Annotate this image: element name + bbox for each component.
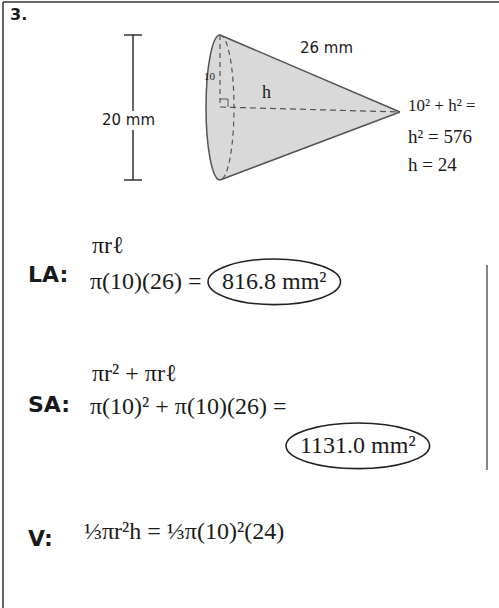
right-angle-mark [220,99,228,107]
frame-line [2,2,4,608]
cone-fill [206,35,400,180]
frame-line [3,1,499,3]
dimension-label: 26 mm [300,40,353,57]
handwritten-work: h² = 576 [408,126,472,148]
problem-number: 3. [10,6,27,24]
handwritten-work: h = 24 [408,154,457,176]
handwritten-formula: πr² + πrℓ [92,360,176,388]
section-label: SA: [28,392,70,417]
height-line [220,107,400,112]
radius-line [219,35,220,107]
cone-slant [220,112,400,180]
answer-circle [208,259,341,305]
dimension-label: 20 mm [100,111,157,130]
circled-answer: 1131.0 mm² [300,432,416,460]
frame-line [486,265,487,470]
dimension-line [132,35,134,180]
circled-answer: 816.8 mm² [222,268,327,296]
handwritten-formula: πrℓ [92,232,124,260]
section-label: LA: [28,262,68,287]
handwritten-work: 10² + h² = [408,96,476,116]
handwritten-work: ⅓πr²h = ⅓π(10)²(24) [84,518,284,546]
handwritten-work: π(10)(26) = [90,268,202,296]
answer-circle [286,423,430,469]
cone-base-front [206,35,220,180]
section-label: V: [28,526,53,551]
dimension-tick [124,179,142,181]
dimension-tick [124,34,142,36]
cone-slant [220,35,400,112]
height-label: h [262,82,271,103]
radius-label: 10 [204,70,215,83]
handwritten-work: π(10)² + π(10)(26) = [90,393,286,421]
